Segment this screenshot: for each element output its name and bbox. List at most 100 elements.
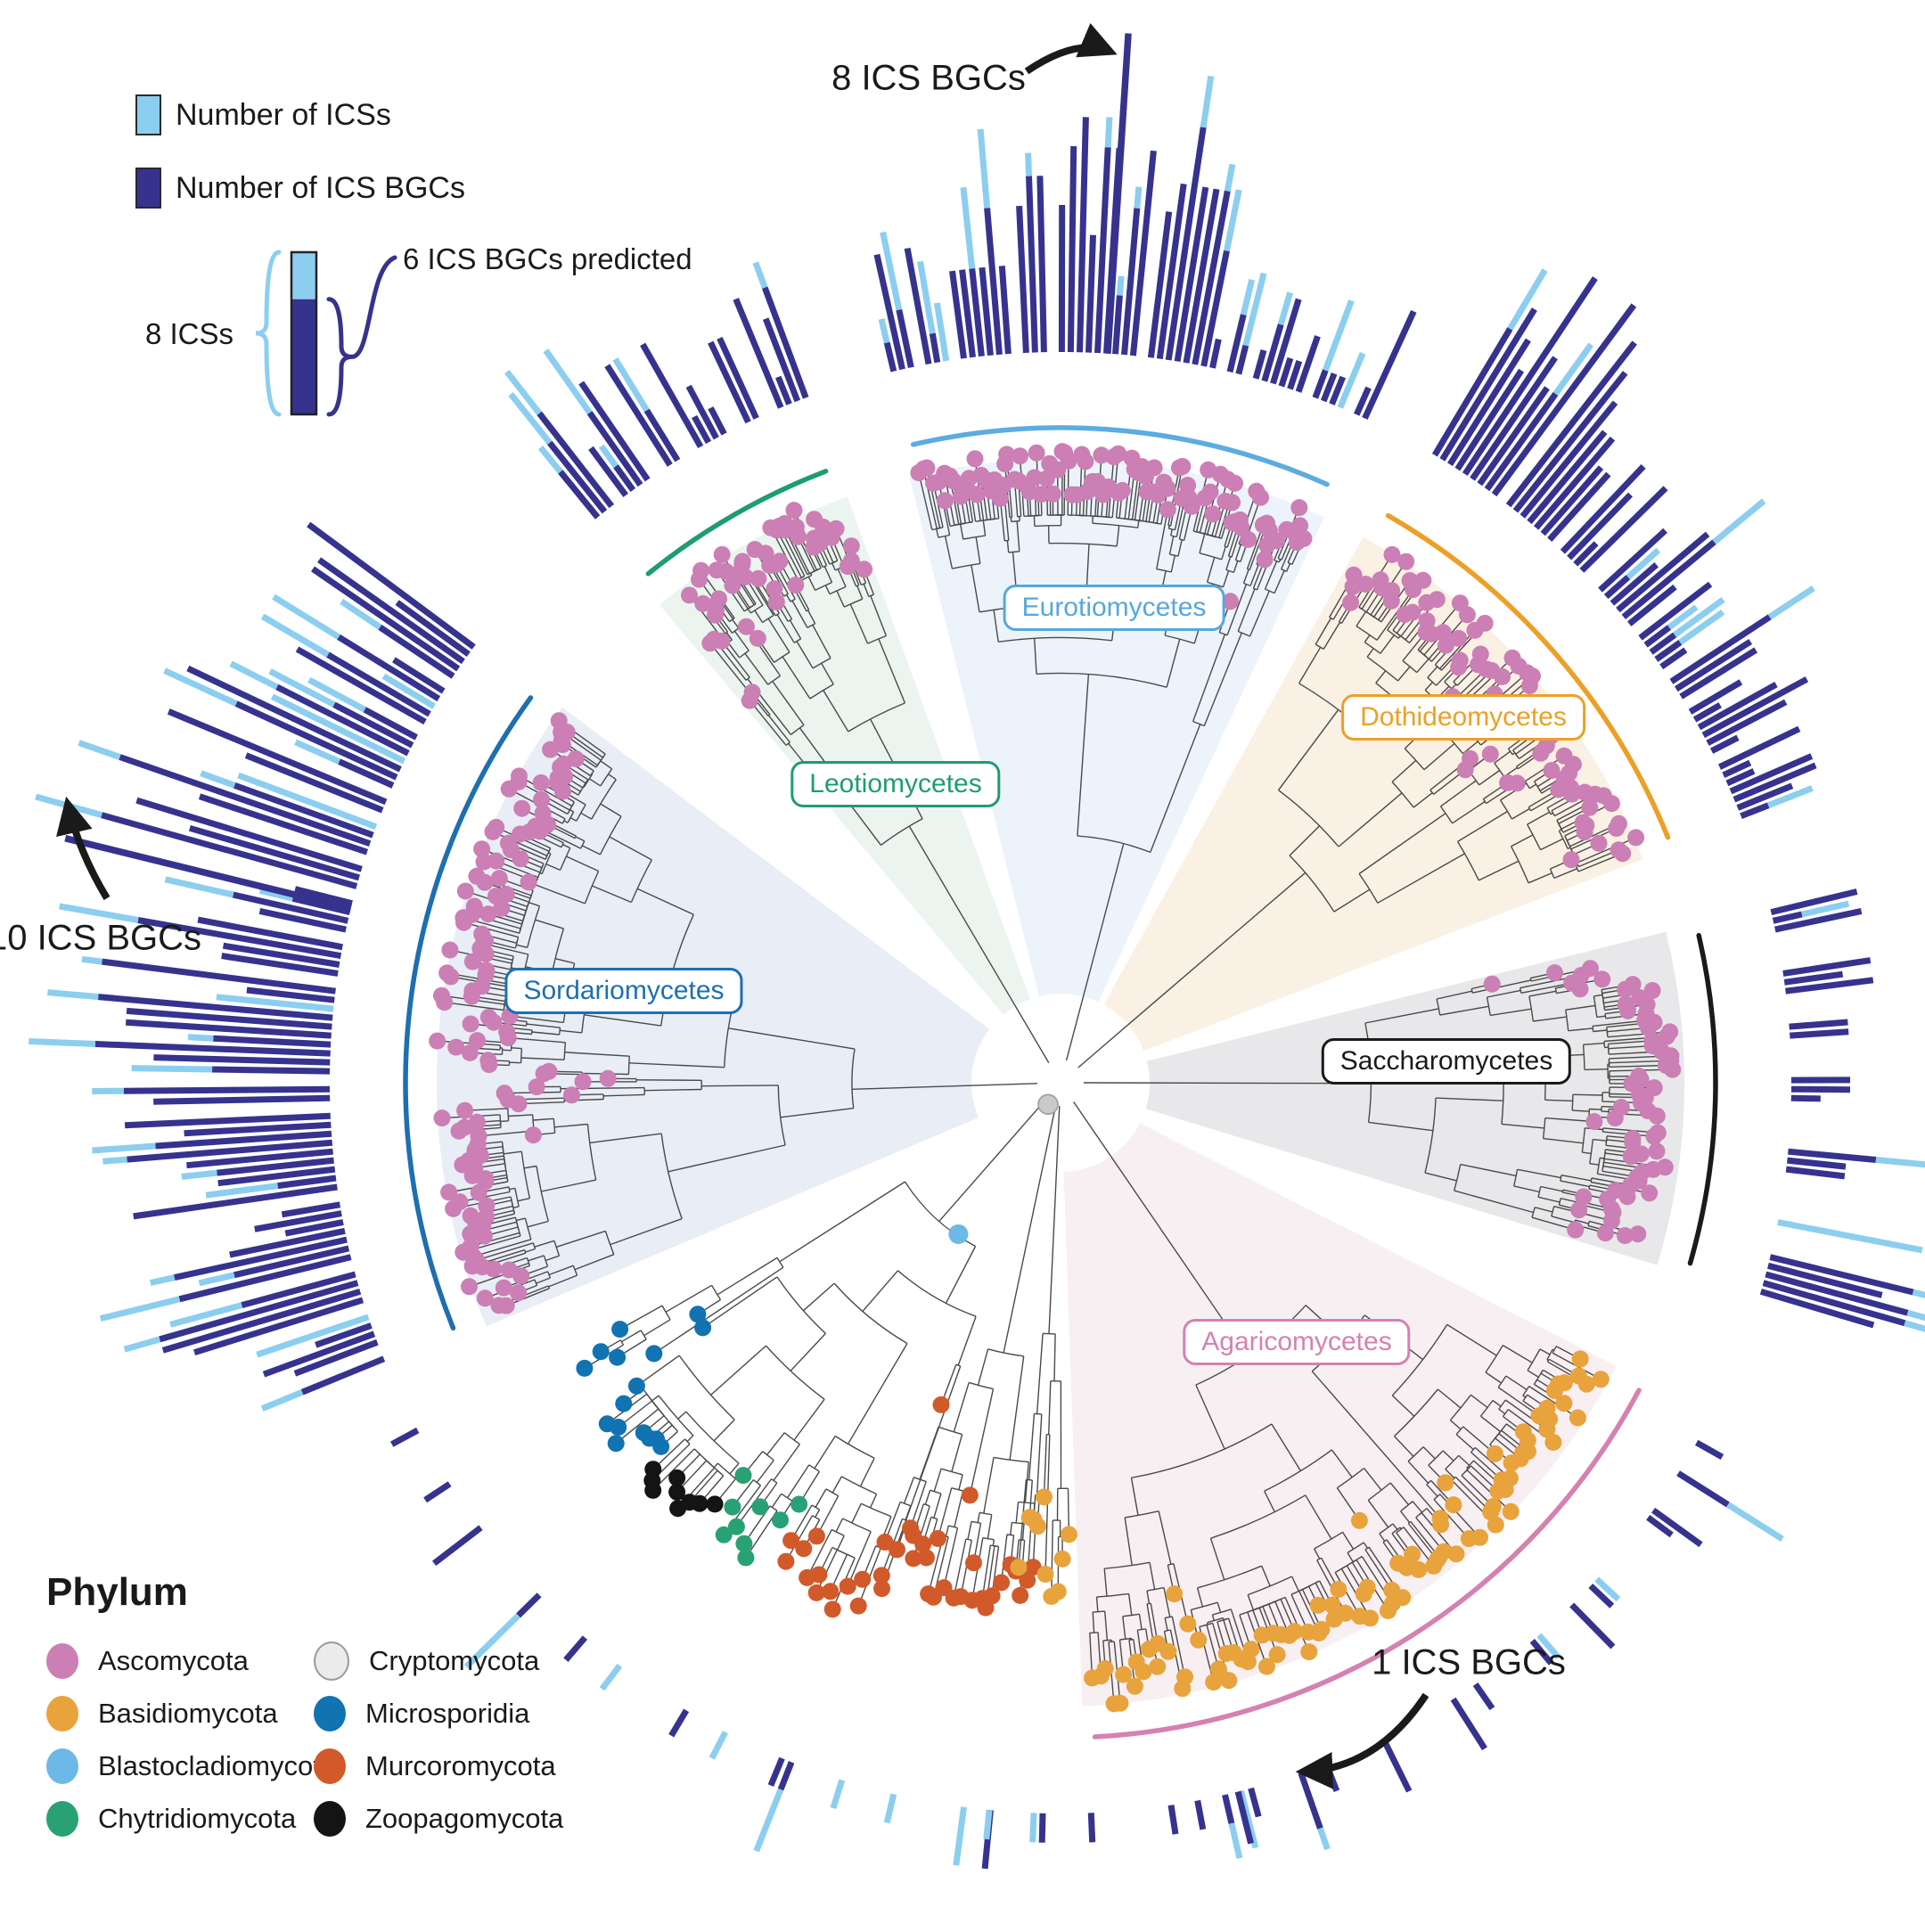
tip-dot xyxy=(1503,649,1521,667)
tip-dot xyxy=(701,634,719,652)
tip-dot xyxy=(1209,1660,1227,1678)
tip-dot xyxy=(707,606,724,624)
tip-dot xyxy=(889,1541,905,1559)
tip-dot xyxy=(1437,1474,1454,1492)
tip-dot xyxy=(961,1486,979,1504)
tip-dot xyxy=(1631,989,1649,1006)
tip-dot xyxy=(592,1343,610,1361)
tip-dot xyxy=(713,545,731,563)
tip-dot xyxy=(795,1540,813,1558)
phylum-color-dot xyxy=(46,1695,78,1731)
tip-dot xyxy=(1196,489,1214,507)
tip-dot xyxy=(1073,446,1091,463)
tip-dot xyxy=(1481,745,1499,763)
arc-saccharomycetes xyxy=(1687,932,1718,1266)
phylum-legend-item: Blastocladiomycota xyxy=(46,1740,336,1792)
tip-dot xyxy=(1575,1188,1593,1206)
tip-dot xyxy=(576,1359,594,1377)
tip-dot xyxy=(1624,976,1642,994)
tip-dot xyxy=(1555,747,1573,765)
tip-dot xyxy=(1567,1221,1585,1239)
tip-dot xyxy=(1555,1395,1573,1412)
tip-dot xyxy=(1582,960,1599,978)
tip-dot xyxy=(1036,1566,1054,1583)
arc-sordariomycetes xyxy=(403,695,534,1331)
tip-dot xyxy=(1096,1660,1114,1677)
tip-dot xyxy=(500,780,518,798)
tip-dot xyxy=(1569,1367,1587,1385)
tip-dot xyxy=(1111,1694,1129,1712)
tip-dot xyxy=(1487,1516,1504,1534)
tip-dot xyxy=(1254,516,1272,534)
wedge-saccharomycetes xyxy=(1145,931,1685,1265)
tip-dot xyxy=(1345,566,1363,584)
tip-dot xyxy=(610,1419,627,1436)
phylum-legend-item: Zoopagomycota xyxy=(314,1792,608,1845)
clade-label-agaricomycetes: Agaricomycetes xyxy=(1183,1319,1411,1365)
tip-dot xyxy=(734,1467,752,1485)
tip-dot xyxy=(689,1306,707,1323)
tip-dot xyxy=(484,823,502,840)
tip-dot xyxy=(932,1396,950,1413)
tip-dot xyxy=(1451,594,1469,612)
tip-dot xyxy=(1123,449,1141,467)
phylum-legend-item: Ascomycota xyxy=(46,1634,314,1687)
tip-dot xyxy=(1258,536,1276,554)
tip-dot xyxy=(1268,1646,1286,1664)
tip-dot xyxy=(1649,1124,1667,1142)
tip-dot xyxy=(1590,834,1608,852)
tip-dot xyxy=(1643,982,1661,999)
ics-color-swatch xyxy=(135,94,161,135)
tip-dot xyxy=(450,1122,468,1140)
tip-dot xyxy=(1223,513,1241,531)
tip-dot xyxy=(528,1078,545,1096)
tip-dot xyxy=(1372,571,1389,589)
phylum-color-dot xyxy=(314,1748,346,1784)
tip-dot xyxy=(936,492,954,510)
wedge-agaricomycetes xyxy=(1063,1123,1617,1707)
tip-dot xyxy=(914,1535,932,1553)
tip-dot xyxy=(1462,749,1479,767)
tip-dot xyxy=(1486,1445,1503,1462)
tip-dot xyxy=(476,873,494,891)
tip-dot xyxy=(490,870,508,888)
tip-dot xyxy=(1019,1571,1036,1589)
tip-dot xyxy=(1093,446,1110,464)
tip-dot xyxy=(456,1101,474,1119)
tip-dot-blastocladiomycota xyxy=(948,1224,969,1244)
tip-dot xyxy=(724,1498,741,1516)
tip-dot xyxy=(1451,651,1469,669)
arc-eurotiomycetes xyxy=(910,425,1330,487)
tip-dot xyxy=(1610,841,1627,859)
tip-dot xyxy=(766,580,783,598)
tip-dot xyxy=(485,1260,503,1278)
tip-dot xyxy=(1053,443,1071,461)
tip-dot xyxy=(1627,829,1645,847)
tip-dot xyxy=(1544,1434,1562,1451)
tip-dot xyxy=(1641,1184,1659,1202)
tip-dot xyxy=(1179,1615,1197,1633)
clade-label-leotiomycetes: Leotiomycetes xyxy=(790,761,1001,807)
tip-dot xyxy=(563,1086,580,1104)
tip-dot xyxy=(1410,1560,1428,1578)
tip-dot xyxy=(463,987,480,1005)
tip-dot xyxy=(750,569,767,587)
tip-dot xyxy=(441,941,459,959)
tip-dot xyxy=(456,882,474,900)
tip-dot xyxy=(1661,1023,1679,1041)
tip-dot xyxy=(1656,1158,1674,1176)
tip-dot xyxy=(463,953,481,970)
tip-dot xyxy=(542,741,560,758)
tip-dot xyxy=(1159,1642,1177,1660)
tip-dot xyxy=(461,1044,479,1061)
tip-dot xyxy=(1278,520,1296,538)
tip-dot xyxy=(925,474,942,492)
tip-dot xyxy=(607,1435,625,1453)
tip-dot xyxy=(510,1095,528,1113)
tip-dot xyxy=(1648,1142,1666,1160)
tip-dot xyxy=(1176,1668,1193,1686)
tip-dot xyxy=(1630,1068,1648,1085)
example-ics-total-label: 8 ICSs xyxy=(144,317,233,350)
tip-dot xyxy=(917,1549,935,1567)
